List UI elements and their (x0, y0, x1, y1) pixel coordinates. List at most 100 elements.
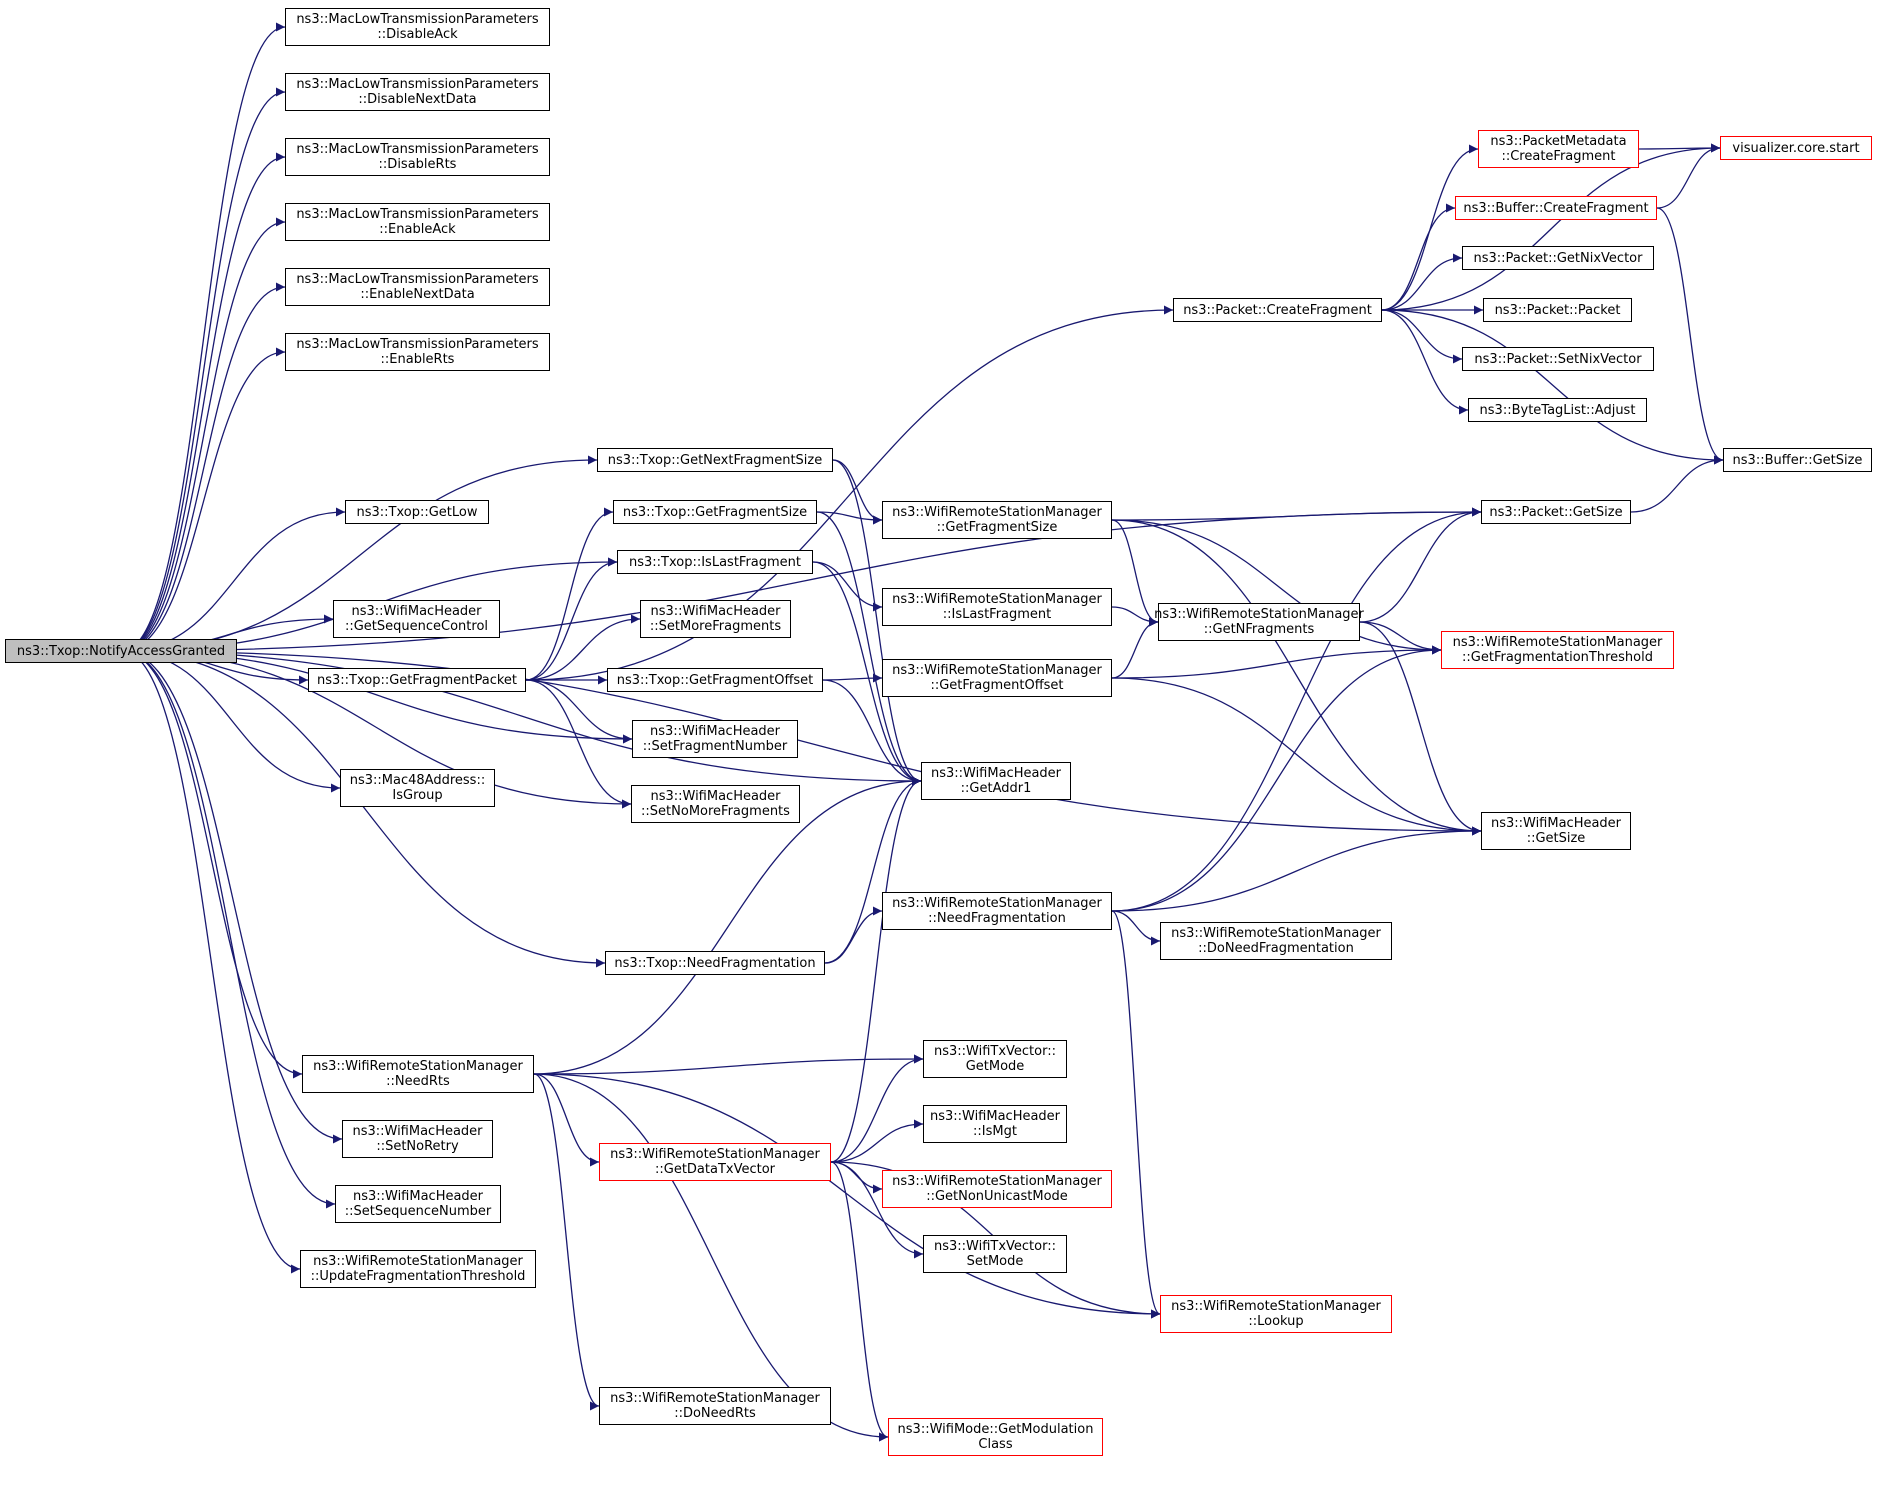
edge-txopGetFragOffset-to-getAddr1 (822, 679, 922, 786)
edge-getNFrags-to-hdrGetSize (1359, 621, 1482, 836)
edge-rsmGetFragOffset-to-getNFrags (1111, 617, 1159, 679)
node-setSeqNum[interactable]: ns3::WifiMacHeader::SetSequenceNumber (335, 1185, 501, 1223)
node-setFragNum[interactable]: ns3::WifiMacHeader::SetFragmentNumber (632, 720, 798, 758)
node-label-line: ns3::WifiRemoteStationManager (313, 1254, 523, 1269)
node-rsmNeedRts[interactable]: ns3::WifiRemoteStationManager::NeedRts (302, 1055, 534, 1093)
node-bufGetSize[interactable]: ns3::Buffer::GetSize (1723, 448, 1872, 472)
node-pktCreateFrag[interactable]: ns3::Packet::CreateFragment (1173, 298, 1382, 322)
node-label-line: ns3::Packet::SetNixVector (1474, 351, 1642, 367)
node-bufCreateFrag[interactable]: ns3::Buffer::CreateFragment (1455, 196, 1657, 220)
node-rsmNeedFrag[interactable]: ns3::WifiRemoteStationManager::NeedFragm… (882, 892, 1112, 930)
node-enableNextData[interactable]: ns3::MacLowTransmissionParameters::Enabl… (285, 268, 550, 306)
node-label-line: ::DoNeedFragmentation (1198, 941, 1354, 956)
edge-getDataTxVector-to-getModClass (830, 1161, 889, 1442)
node-getFragThr[interactable]: ns3::WifiRemoteStationManager::GetFragme… (1441, 631, 1674, 669)
node-getFragPacket[interactable]: ns3::Txop::GetFragmentPacket (308, 668, 526, 692)
node-getSeqCtrl[interactable]: ns3::WifiMacHeader::GetSequenceControl (333, 600, 500, 638)
node-txvGetMode[interactable]: ns3::WifiTxVector::GetMode (923, 1040, 1067, 1078)
node-label-line: ::GetFragmentOffset (930, 678, 1064, 693)
node-rsmIsLastFrag[interactable]: ns3::WifiRemoteStationManager::IsLastFra… (882, 588, 1112, 626)
node-pmCreateFrag[interactable]: ns3::PacketMetadata::CreateFragment (1478, 130, 1639, 168)
edge-txopGetFragOffset-to-rsmGetFragOffset (822, 673, 883, 683)
node-enableRts[interactable]: ns3::MacLowTransmissionParameters::Enabl… (285, 333, 550, 371)
node-label-line: ns3::Packet::Packet (1494, 302, 1621, 318)
node-disableNextData[interactable]: ns3::MacLowTransmissionParameters::Disab… (285, 73, 550, 111)
node-label-line: ns3::Txop::NotifyAccessGranted (16, 643, 226, 659)
node-txopGetFragOffset[interactable]: ns3::Txop::GetFragmentOffset (607, 668, 823, 692)
node-label-line: ::SetSequenceNumber (344, 1204, 492, 1219)
node-label-line: ::GetNFragments (1203, 622, 1315, 637)
edge-rsmNeedRts-to-doNeedRts (533, 1073, 600, 1411)
node-rsmGetFragOffset[interactable]: ns3::WifiRemoteStationManager::GetFragme… (882, 659, 1112, 697)
node-txopNeedFrag[interactable]: ns3::Txop::NeedFragmentation (605, 951, 825, 975)
node-label-line: ns3::MacLowTransmissionParameters (296, 337, 539, 352)
node-txopIsLastFrag[interactable]: ns3::Txop::IsLastFragment (617, 550, 813, 574)
node-label-line: ::GetDataTxVector (654, 1162, 776, 1177)
edge-root-to-updFragThr (121, 650, 301, 1274)
edge-root-to-disableNextData (121, 87, 286, 652)
edge-getFragPacket-to-setFragNum (525, 679, 633, 744)
node-label-line: ns3::WifiMode::GetModulation (897, 1422, 1094, 1437)
node-isMgt[interactable]: ns3::WifiMacHeader::IsMgt (923, 1105, 1067, 1143)
node-getLow[interactable]: ns3::Txop::GetLow (345, 500, 489, 524)
node-rsmGetFragSize[interactable]: ns3::WifiRemoteStationManager::GetFragme… (882, 501, 1112, 539)
node-lookup[interactable]: ns3::WifiRemoteStationManager::Lookup (1160, 1295, 1392, 1333)
node-disableRts[interactable]: ns3::MacLowTransmissionParameters::Disab… (285, 138, 550, 176)
node-pktGetSize[interactable]: ns3::Packet::GetSize (1481, 500, 1631, 524)
node-label-line: ns3::Txop::GetFragmentOffset (616, 672, 814, 688)
node-label-line: ns3::WifiRemoteStationManager (892, 896, 1102, 911)
edge-pktGetSize-to-bufGetSize (1630, 455, 1724, 513)
node-getNixVector[interactable]: ns3::Packet::GetNixVector (1462, 246, 1654, 270)
node-label-line: ns3::Mac48Address:: (349, 773, 486, 788)
edge-txopGetFragSize-to-rsmGetFragSize (816, 511, 883, 525)
node-getAddr1[interactable]: ns3::WifiMacHeader::GetAddr1 (921, 762, 1071, 800)
node-disableAck[interactable]: ns3::MacLowTransmissionParameters::Disab… (285, 8, 550, 46)
node-isGroup[interactable]: ns3::Mac48Address::IsGroup (340, 769, 495, 807)
node-label-line: ns3::WifiRemoteStationManager (1171, 1299, 1381, 1314)
edge-bufCreateFrag-to-bufGetSize (1656, 207, 1724, 465)
edge-pktCreateFrag-to-btlAdjust (1381, 309, 1469, 415)
edge-getNFrags-to-pktGetSize (1359, 507, 1482, 623)
node-label-line: ns3::WifiMacHeader (930, 766, 1062, 781)
node-label-line: ns3::WifiRemoteStationManager (892, 505, 1102, 520)
edge-root-to-enableAck (121, 217, 286, 652)
edge-pmCreateFrag-to-vizStart (1638, 143, 1721, 153)
node-label-line: ns3::WifiRemoteStationManager (892, 1174, 1102, 1189)
node-label-line: ns3::WifiMacHeader (352, 1124, 483, 1139)
node-vizStart[interactable]: visualizer.core.start (1720, 136, 1872, 160)
edge-root-to-setFragNum (121, 650, 633, 744)
node-packetCtor[interactable]: ns3::Packet::Packet (1483, 298, 1632, 322)
node-btlAdjust[interactable]: ns3::ByteTagList::Adjust (1468, 398, 1647, 422)
node-label-line: GetMode (965, 1059, 1025, 1074)
edge-getNextFragSize-to-rsmGetFragSize (832, 459, 883, 525)
edge-rsmGetFragSize-to-pktGetSize (1111, 507, 1482, 521)
node-label-line: ::DisableAck (377, 27, 458, 42)
edge-pktCreateFrag-to-setNixVector (1381, 309, 1463, 364)
node-label-line: ns3::WifiMacHeader (929, 1109, 1061, 1124)
node-updFragThr[interactable]: ns3::WifiRemoteStationManager::UpdateFra… (300, 1250, 536, 1288)
node-hdrGetSize[interactable]: ns3::WifiMacHeader::GetSize (1481, 812, 1631, 850)
node-label-line: ::DisableNextData (358, 92, 477, 107)
node-setNoRetry[interactable]: ns3::WifiMacHeader::SetNoRetry (342, 1120, 493, 1158)
node-getDataTxVector[interactable]: ns3::WifiRemoteStationManager::GetDataTx… (599, 1143, 831, 1181)
node-label-line: ::UpdateFragmentationThreshold (310, 1269, 526, 1284)
node-doNeedRts[interactable]: ns3::WifiRemoteStationManager::DoNeedRts (599, 1387, 831, 1425)
node-txvSetMode[interactable]: ns3::WifiTxVector::SetMode (923, 1235, 1067, 1273)
node-label-line: ns3::WifiTxVector:: (933, 1044, 1056, 1059)
node-setMoreFrags[interactable]: ns3::WifiMacHeader::SetMoreFragments (640, 600, 791, 638)
node-txopGetFragSize[interactable]: ns3::Txop::GetFragmentSize (613, 500, 817, 524)
edge-rsmNeedFrag-to-getFragThr (1111, 645, 1442, 912)
node-label-line: ns3::MacLowTransmissionParameters (296, 12, 539, 27)
node-setNixVector[interactable]: ns3::Packet::SetNixVector (1462, 347, 1654, 371)
node-doNeedFrag[interactable]: ns3::WifiRemoteStationManager::DoNeedFra… (1160, 922, 1392, 960)
node-enableAck[interactable]: ns3::MacLowTransmissionParameters::Enabl… (285, 203, 550, 241)
edge-bufCreateFrag-to-vizStart (1656, 143, 1721, 209)
node-label-line: ns3::WifiMacHeader (1490, 816, 1622, 831)
node-getNextFragSize[interactable]: ns3::Txop::GetNextFragmentSize (597, 448, 833, 472)
edge-getDataTxVector-to-isMgt (830, 1119, 924, 1163)
node-getNonUnicastMode[interactable]: ns3::WifiRemoteStationManager::GetNonUni… (882, 1170, 1112, 1208)
node-setNoMoreFrags[interactable]: ns3::WifiMacHeader::SetNoMoreFragments (631, 785, 800, 823)
node-getNFrags[interactable]: ns3::WifiRemoteStationManager::GetNFragm… (1154, 603, 1364, 641)
